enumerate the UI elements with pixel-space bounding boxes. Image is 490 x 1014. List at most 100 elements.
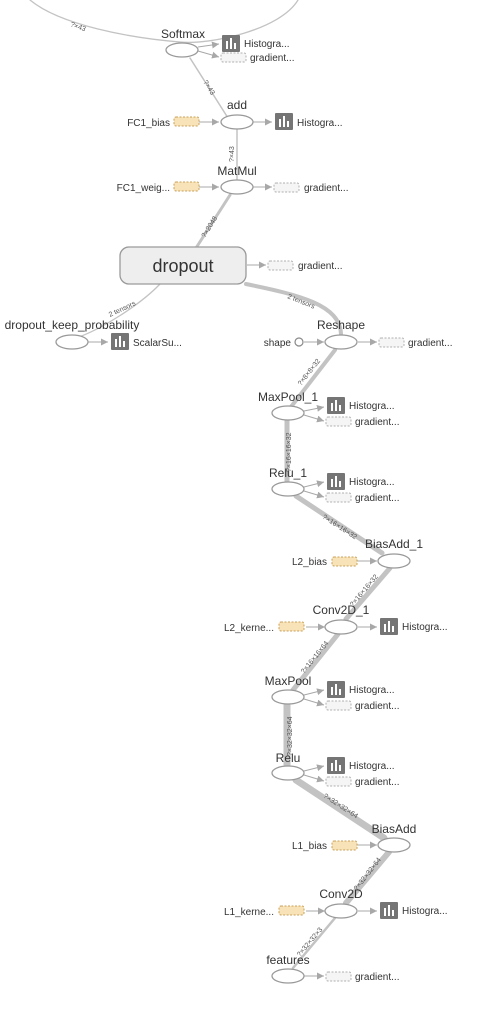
label-relu: Relu	[276, 751, 301, 765]
node-biasadd[interactable]	[377, 837, 411, 853]
node-add[interactable]	[220, 114, 254, 130]
node-softmax[interactable]	[165, 42, 199, 58]
label-histogram: Histogra...	[349, 761, 395, 772]
label-relu-1: Relu_1	[269, 466, 307, 480]
gradient-icon	[220, 52, 247, 63]
gradient-maxpool[interactable]: gradient...	[325, 700, 399, 712]
label-maxpool: MaxPool	[265, 674, 312, 688]
label-fc1-weights: FC1_weig...	[117, 183, 170, 194]
node-conv2d-1[interactable]	[324, 619, 358, 635]
label-histogram: Histogra...	[244, 39, 290, 50]
label-gradients: gradient...	[408, 338, 452, 349]
node-reshape[interactable]	[324, 334, 358, 350]
edge-dropout-matmul	[194, 193, 232, 250]
label-biasadd-1: BiasAdd_1	[365, 537, 423, 551]
label-histogram: Histogra...	[349, 401, 395, 412]
gradient-matmul[interactable]: gradient...	[273, 182, 348, 194]
gradient-icon	[325, 776, 352, 787]
edge-biasadd1-relu1	[293, 493, 385, 556]
edge-label-conv2d1-maxpool: ?×16×16×64	[300, 640, 330, 675]
node-features[interactable]	[271, 968, 305, 984]
label-gradients: gradient...	[355, 417, 399, 428]
op-nodes: Softmax add MatMul dropout dropout_keep_…	[5, 27, 423, 984]
label-gradients: gradient...	[355, 701, 399, 712]
label-fc1-bias: FC1_bias	[127, 118, 170, 129]
histogram-summaries: Histogra... Histogra... ScalarSu... Hist…	[111, 35, 448, 919]
gradient-relu-1[interactable]: gradient...	[325, 492, 399, 504]
gradient-icon	[378, 337, 405, 348]
constant-icon[interactable]	[173, 116, 200, 127]
gradient-maxpool-1[interactable]: gradient...	[325, 416, 399, 428]
gradient-features[interactable]: gradient...	[325, 971, 399, 983]
label-histogram: Histogra...	[297, 118, 343, 129]
edge-conv2d1-biasadd1	[343, 565, 393, 622]
edge-label-maxpool-relu: ?×32×32×64	[287, 716, 294, 756]
label-shape: shape	[264, 338, 292, 349]
label-gradients: gradient...	[250, 53, 294, 64]
edge-label-matmul-dropout: ?×2048	[201, 215, 219, 239]
histogram-relu[interactable]: Histogra...	[327, 757, 395, 774]
histogram-add[interactable]: Histogra...	[275, 113, 343, 130]
gradient-icon	[273, 182, 300, 193]
label-conv2d-1: Conv2D_1	[313, 603, 370, 617]
label-gradients: gradient...	[298, 261, 342, 272]
node-relu-1[interactable]	[271, 481, 305, 497]
edge-label-relu1-biasadd1: ?×16×16×32	[321, 514, 358, 541]
gradient-icon	[325, 492, 352, 503]
shape-constant-icon[interactable]	[294, 337, 304, 347]
constant-icon[interactable]	[278, 621, 305, 632]
histogram-softmax[interactable]: Histogra...	[222, 35, 290, 52]
gradient-reshape[interactable]: gradient...	[378, 337, 452, 349]
edge-label-dropout-left: 2 tensors	[108, 300, 138, 319]
edge-maxpool-conv2d1	[290, 631, 341, 693]
histogram-maxpool-1[interactable]: Histogra...	[327, 397, 395, 414]
edge-label-top-loop: ?×43	[69, 21, 86, 33]
edge-maxpool1-reshape	[285, 348, 337, 414]
constant-icon[interactable]	[331, 556, 358, 567]
node-biasadd-1[interactable]	[377, 553, 411, 569]
label-gradients: gradient...	[304, 183, 348, 194]
gradient-icon	[325, 700, 352, 711]
edge-label-relu-biasadd: ?×32×32×64	[322, 793, 359, 820]
label-softmax: Softmax	[161, 27, 205, 41]
label-gradients: gradient...	[355, 777, 399, 788]
node-matmul[interactable]	[220, 179, 254, 195]
node-maxpool[interactable]	[271, 689, 305, 705]
side-edges	[88, 41, 377, 980]
label-dropout-keep-probability: dropout_keep_probability	[5, 318, 140, 332]
edge-conv2d-biasadd	[343, 849, 392, 906]
edge-dropout-keepprob	[75, 283, 161, 339]
label-histogram: Histogra...	[402, 622, 448, 633]
histogram-conv2d-1[interactable]: Histogra...	[380, 618, 448, 635]
node-dropout-keep-probability[interactable]	[55, 334, 89, 350]
label-add: add	[227, 98, 247, 112]
histogram-keep-probability[interactable]: ScalarSu...	[111, 333, 182, 350]
gradient-relu[interactable]: gradient...	[325, 776, 399, 788]
edge-biasadd-relu	[292, 776, 388, 842]
label-l2-bias: L2_bias	[292, 557, 327, 568]
label-biasadd: BiasAdd	[372, 822, 417, 836]
constant-icon[interactable]	[173, 181, 200, 192]
node-relu[interactable]	[271, 765, 305, 781]
histogram-conv2d[interactable]: Histogra...	[380, 902, 448, 919]
histogram-relu-1[interactable]: Histogra...	[327, 473, 395, 490]
label-conv2d: Conv2D	[319, 887, 363, 901]
label-dropout: dropout	[152, 256, 213, 276]
edge-add-softmax	[189, 57, 229, 119]
label-gradients: gradient...	[355, 493, 399, 504]
constant-icon[interactable]	[331, 840, 358, 851]
constant-icon[interactable]	[278, 905, 305, 916]
edge-label-softmax-add: ?×43	[201, 79, 215, 96]
node-maxpool-1[interactable]	[271, 405, 305, 421]
gradient-dropout[interactable]: gradient...	[267, 260, 342, 272]
histogram-maxpool[interactable]: Histogra...	[327, 681, 395, 698]
node-conv2d[interactable]	[324, 903, 358, 919]
label-features: features	[266, 953, 309, 967]
main-edges	[29, 0, 393, 970]
constant-nodes: FC1_bias FC1_weig... shape L2_bias L2_ke…	[117, 116, 358, 918]
node-dropout[interactable]	[119, 246, 247, 285]
edge-top-loop	[29, 0, 299, 44]
gradient-softmax[interactable]: gradient...	[220, 52, 294, 64]
edge-label-maxpool1-relu1: ?×16×16×32	[286, 432, 293, 472]
